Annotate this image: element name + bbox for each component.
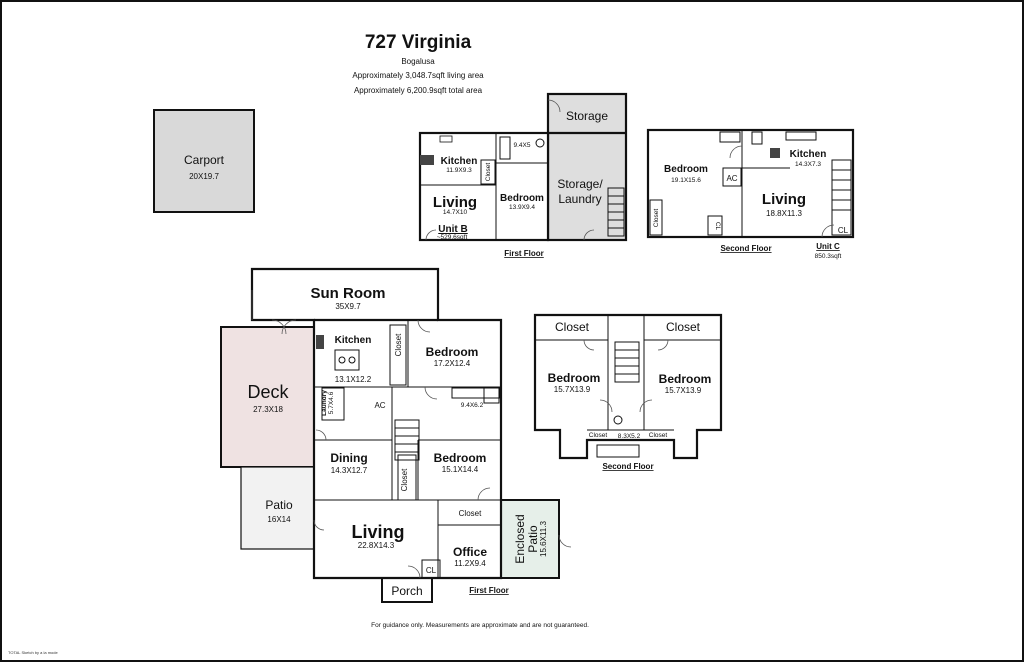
main-bedroom1-dims: 17.2X12.4 <box>434 359 471 368</box>
property-city: Bogalusa <box>401 57 435 66</box>
laundry-dims: 5.7X4.6 <box>328 391 335 414</box>
dining-dims: 14.3X12.7 <box>331 466 368 475</box>
second-floor-closet-left: Closet <box>555 320 590 334</box>
main-closet-v-label: Closet <box>394 333 403 356</box>
patio-label: Patio <box>265 498 293 512</box>
main-living-dims: 22.8X14.3 <box>358 541 395 550</box>
deck-dims: 27.3X18 <box>253 405 283 414</box>
unit-c-ac-label: AC <box>726 174 737 183</box>
unit-b-sqft: ~529.6sqft <box>437 234 468 241</box>
unit-c-living-dims: 18.8X11.3 <box>766 209 802 218</box>
unit-c-kitchen-label: Kitchen <box>790 149 827 160</box>
second-floor-bedroom-left: Bedroom <box>548 371 601 385</box>
unit-b-plan: Storage Storage/ Laundry Kitchen 11.9X9.… <box>418 92 628 258</box>
disclaimer-text: For guidance only. Measurements are appr… <box>371 622 589 629</box>
unit-c-closet-label: Closet <box>653 209 660 228</box>
living-area-text: Approximately 3,048.7sqft living area <box>352 71 484 80</box>
second-floor-bedroom-left-dims: 15.7X13.9 <box>554 385 591 394</box>
dining-label: Dining <box>330 451 367 465</box>
second-floor-closet-right: Closet <box>666 320 701 334</box>
second-floor-closet-bottom-right: Closet <box>649 432 668 439</box>
unit-c-floor-label: Second Floor <box>720 244 771 253</box>
carport-dims: 20X19.7 <box>189 172 219 181</box>
deck-label: Deck <box>247 382 289 402</box>
unit-c-label: Unit C <box>816 242 840 251</box>
office-dims: 11.2X9.4 <box>454 559 486 568</box>
main-bath-dims: 9.4X6.2 <box>461 402 484 409</box>
main-closet3-label: Closet <box>459 509 482 518</box>
unit-b-kitchen-dims: 11.9X9.3 <box>446 167 472 174</box>
main-closet2-label: Closet <box>400 468 409 491</box>
unit-c-kitchen-dims: 14.3X7.3 <box>795 161 821 168</box>
unit-b-bedroom-dims: 13.9X9.4 <box>509 204 535 211</box>
second-floor-closet-bottom-left: Closet <box>589 432 608 439</box>
main-kitchen-dims: 13.1X12.2 <box>335 375 372 384</box>
main-ac-label: AC <box>374 401 385 410</box>
carport-label: Carport <box>184 153 225 167</box>
unit-c-bedroom-label: Bedroom <box>664 164 708 175</box>
unit-c-cl2-label: CL <box>838 226 849 235</box>
enclosed-patio-line2: Patio <box>526 525 540 553</box>
unit-b-floor-label: First Floor <box>504 249 544 258</box>
unit-b-storage-laundry-line2: Laundry <box>558 192 601 206</box>
sketch-credit: TOTAL Sketch by a la mode <box>8 650 58 655</box>
second-floor-label: Second Floor <box>602 462 653 471</box>
porch-label: Porch <box>391 584 422 598</box>
main-bedroom2-label: Bedroom <box>434 451 487 465</box>
unit-c-sqft: 850.3sqft <box>815 253 842 260</box>
main-floor-label: First Floor <box>469 586 509 595</box>
unit-b-storage-laundry-line1: Storage/ <box>557 177 603 191</box>
laundry-label: Laundry <box>321 390 328 416</box>
unit-b-label: Unit B <box>438 224 467 235</box>
unit-c-bedroom-dims: 19.1X15.6 <box>671 177 701 184</box>
unit-c-plan: Bedroom 19.1X15.6 Kitchen 14.3X7.3 AC Li… <box>646 128 855 260</box>
office-label: Office <box>453 545 487 559</box>
enclosed-patio-dims: 15.6X11.3 <box>539 521 548 557</box>
second-floor-bedroom-right-dims: 15.7X13.9 <box>665 386 702 395</box>
unit-b-closet-label: Closet <box>485 163 492 182</box>
total-area-text: Approximately 6,200.9sqft total area <box>353 86 483 95</box>
main-living-label: Living <box>352 522 405 542</box>
unit-b-living-dims: 14.7X10 <box>443 209 468 216</box>
enclosed-patio-line1: Enclosed <box>513 514 527 563</box>
unit-b-storage-label: Storage <box>566 109 608 123</box>
unit-b-kitchen-label: Kitchen <box>441 156 478 167</box>
sun-room-dims: 35X9.7 <box>335 302 361 311</box>
main-bedroom1-label: Bedroom <box>426 345 479 359</box>
second-floor-bedroom-right: Bedroom <box>659 372 712 386</box>
main-kitchen-label: Kitchen <box>335 335 372 346</box>
unit-b-bath-dims: 9.4X5 <box>514 142 531 149</box>
property-title: 727 Virginia <box>364 32 472 53</box>
unit-b-bedroom-label: Bedroom <box>500 193 544 204</box>
second-floor-bath-dims: 8.3X5.2 <box>618 433 641 440</box>
unit-b-living-label: Living <box>433 194 477 211</box>
main-cl-label: CL <box>426 566 437 575</box>
main-bedroom2-dims: 15.1X14.4 <box>442 465 479 474</box>
main-first-floor-plan: Deck 27.3X18 Patio 16X14 Sun Room 35X9.7… <box>220 267 572 603</box>
unit-c-living-label: Living <box>762 191 806 208</box>
carport: Carport 20X19.7 <box>153 109 255 213</box>
unit-c-cl1-label: CL <box>714 222 721 231</box>
patio-dims: 16X14 <box>267 515 291 524</box>
sun-room-label: Sun Room <box>311 285 386 302</box>
second-floor-plan: Closet Closet Bedroom 15.7X13.9 Bedroom … <box>533 313 723 471</box>
